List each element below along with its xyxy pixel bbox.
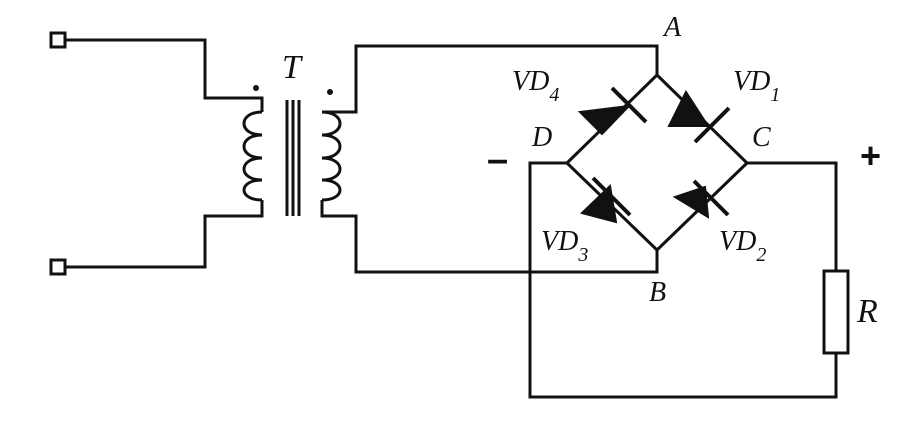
minus-sign: –	[487, 139, 508, 181]
secondary-wire-bottom	[320, 200, 659, 274]
diode-label-vd4: VD4	[512, 66, 559, 106]
secondary-wire-top	[322, 44, 659, 114]
bridge-edges	[565, 73, 749, 252]
diode-vd1	[667, 89, 731, 144]
output-wire-plus	[747, 161, 838, 271]
secondary-coil	[321, 110, 342, 202]
primary-wire-bottom	[65, 200, 264, 269]
input-terminal-top	[49, 31, 67, 49]
diode-label-vd2: VD2	[719, 226, 766, 266]
resistor-label: R	[856, 293, 878, 330]
primary-polarity-dot	[253, 85, 259, 91]
load-resistor	[822, 269, 850, 355]
primary-wire-top	[65, 38, 264, 112]
output-wire-minus	[528, 161, 838, 399]
transformer-label: T	[282, 49, 303, 86]
node-label-a: A	[662, 12, 682, 43]
primary-coil	[242, 110, 263, 202]
transformer-core	[285, 100, 301, 216]
diode-vd2	[672, 179, 730, 219]
plus-sign: +	[860, 135, 881, 176]
node-label-b: B	[649, 277, 666, 308]
diode-vd4	[577, 86, 648, 136]
diode-vd3	[580, 176, 632, 224]
node-label-c: C	[752, 122, 771, 153]
diode-label-vd1: VD1	[733, 66, 780, 106]
node-label-d: D	[531, 122, 552, 153]
input-terminal-bottom	[49, 258, 67, 276]
diode-label-vd3: VD3	[541, 226, 588, 266]
secondary-polarity-dot	[327, 89, 333, 95]
